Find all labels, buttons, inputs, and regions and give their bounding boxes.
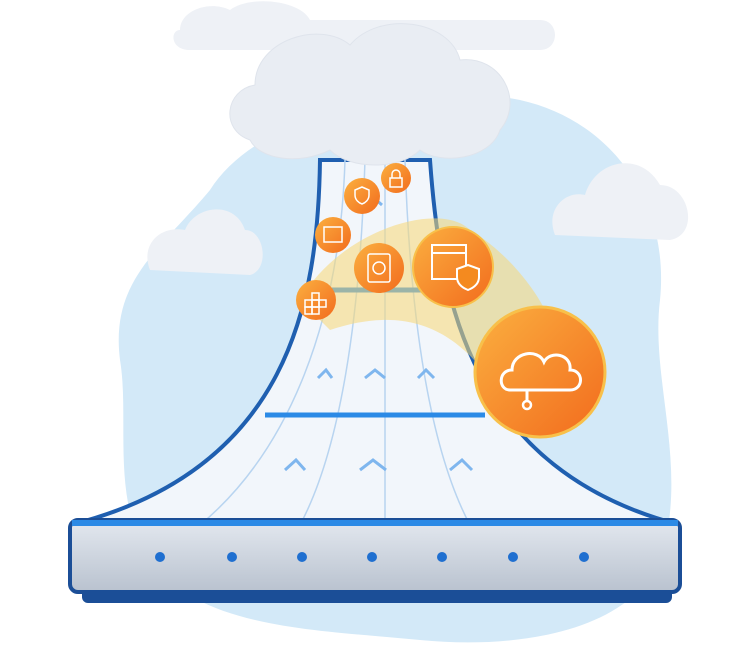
browser-window-icon: [315, 217, 351, 253]
browser-shield-icon: [412, 226, 494, 308]
blocks-icon: [296, 280, 336, 320]
lock-icon: [381, 163, 411, 193]
cloud-icon: [473, 305, 607, 439]
shield-icon: [344, 178, 380, 214]
orange-icon-bubbles: [296, 163, 607, 439]
fingerprint-document-icon: [354, 243, 404, 293]
background-clouds: [147, 1, 689, 275]
server-base: [68, 518, 682, 603]
status-lights: [155, 552, 589, 562]
flow-arrows: [283, 197, 474, 472]
top-cloud: [229, 23, 511, 166]
